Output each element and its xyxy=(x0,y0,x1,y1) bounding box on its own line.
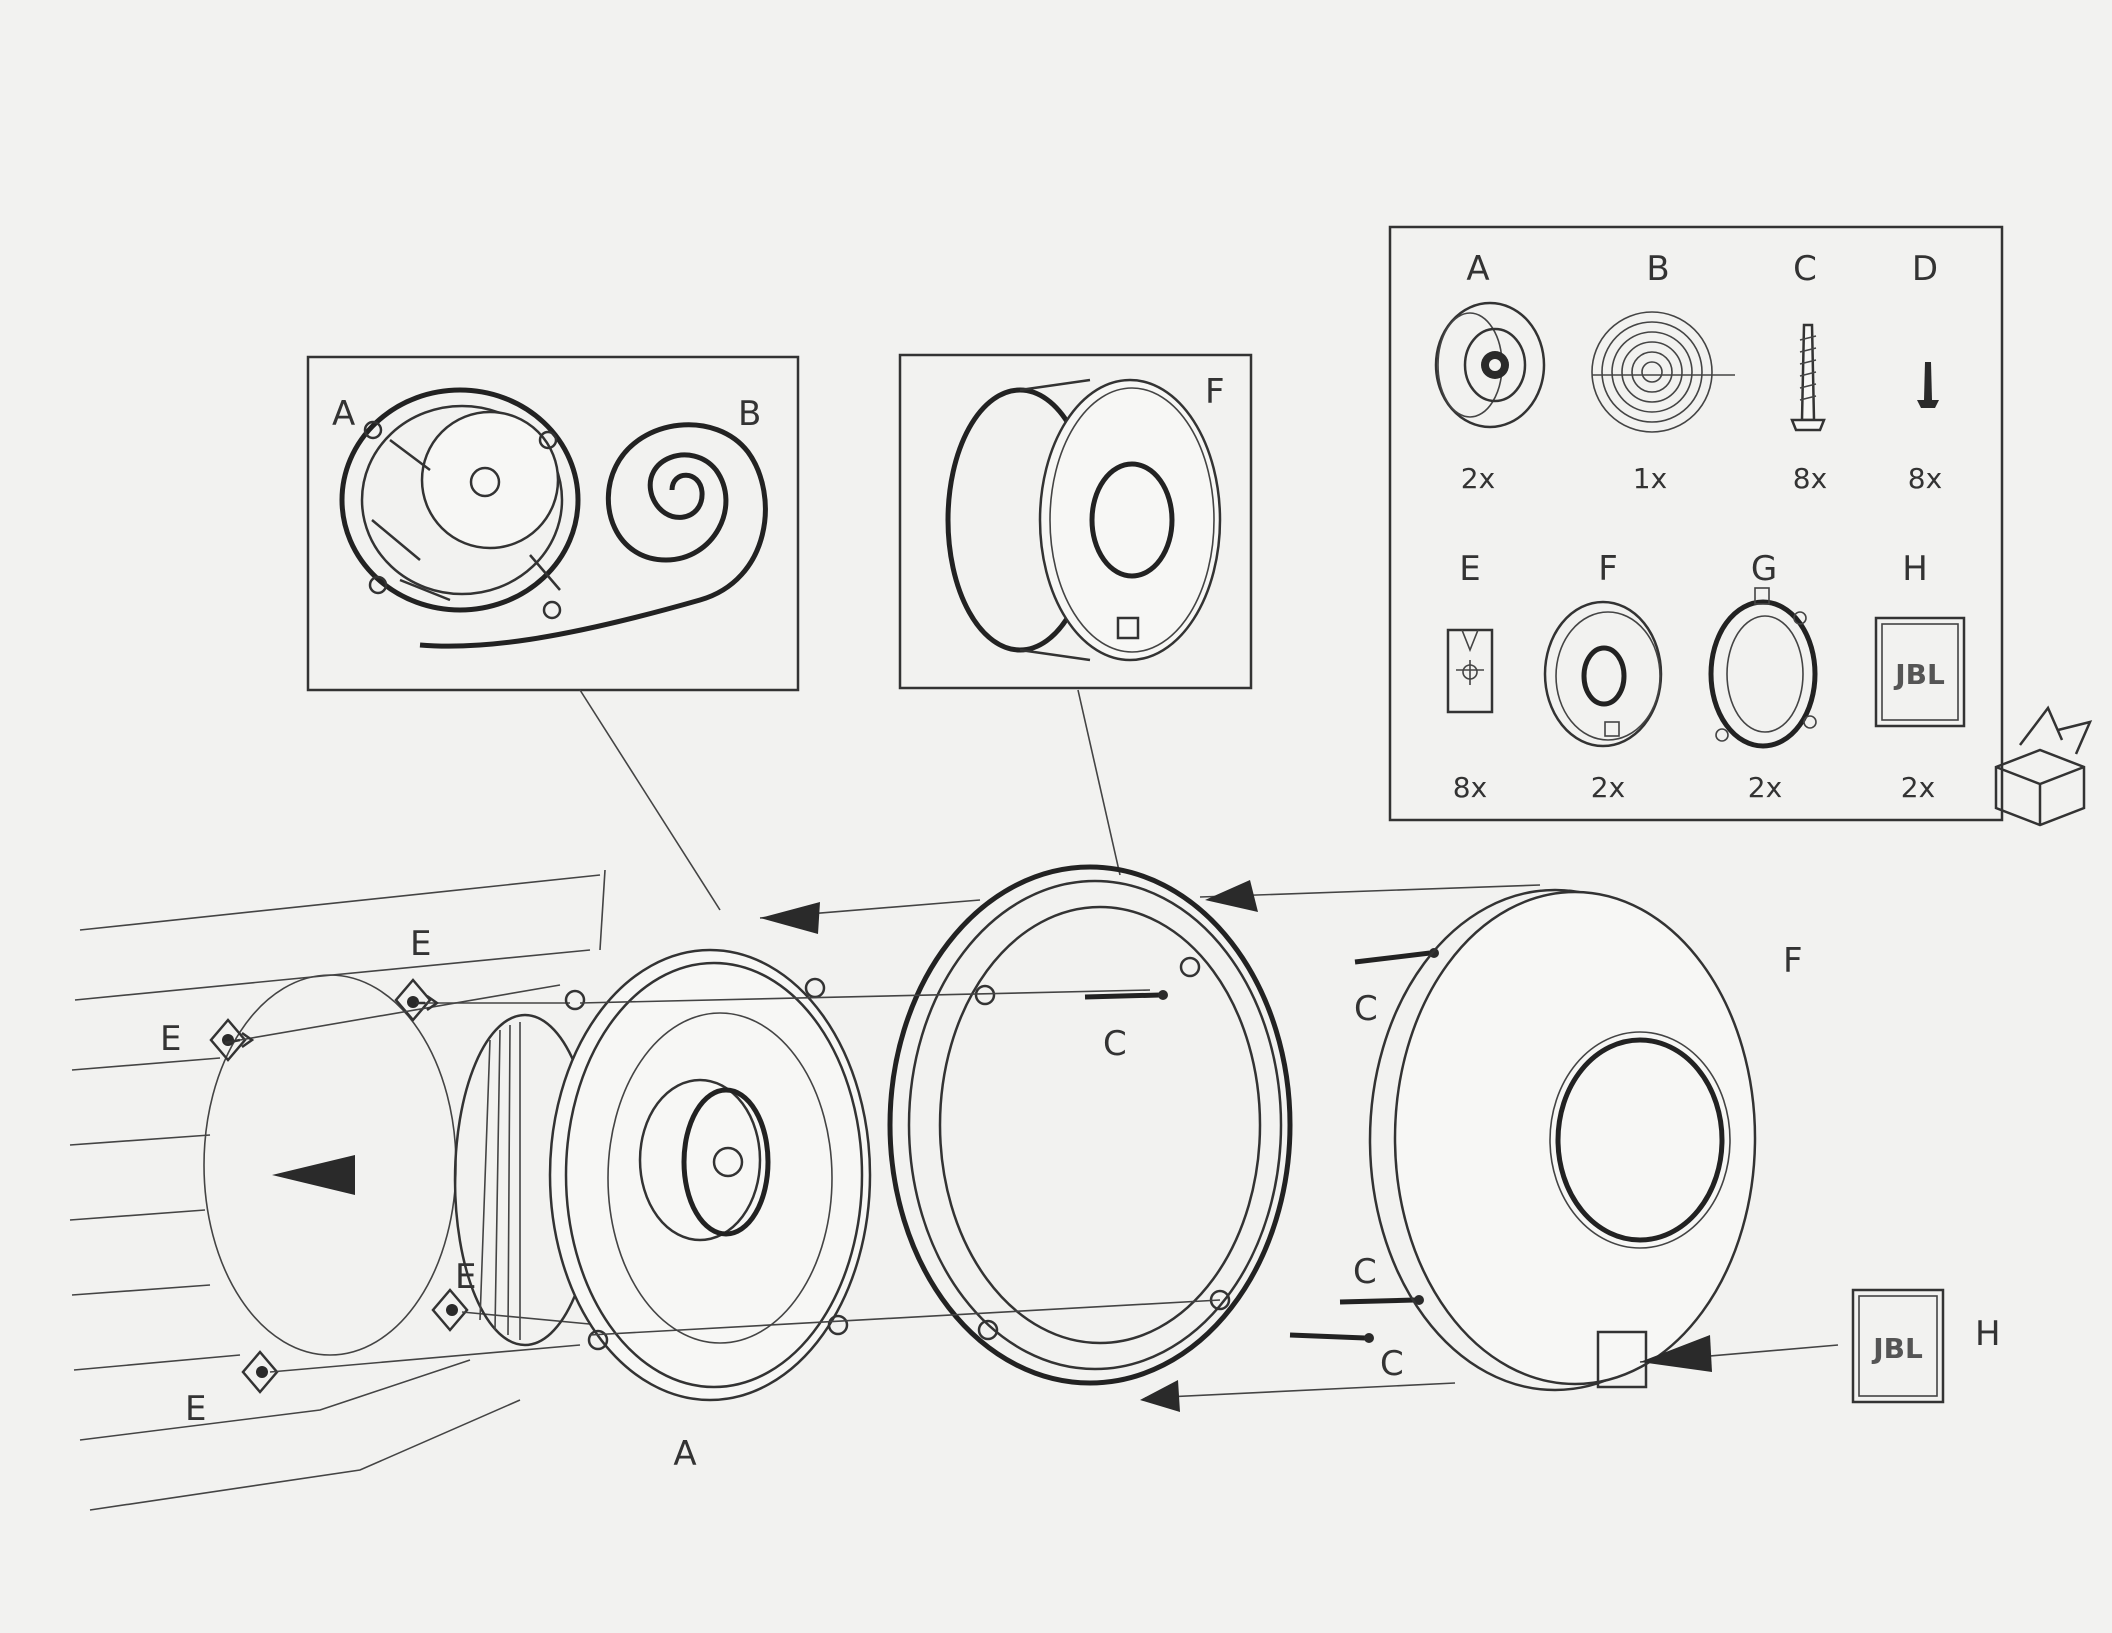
small-screw-icon xyxy=(1917,362,1939,408)
arrow-into-hole xyxy=(272,1155,355,1195)
part-a-letter: A xyxy=(1466,249,1489,289)
clip-label-1: E xyxy=(410,924,431,964)
clip-nut-2 xyxy=(396,980,430,1020)
badge-h-logo-text: JBL xyxy=(1871,1332,1923,1365)
clip-label-2: E xyxy=(160,1019,181,1059)
part-g-letter: G xyxy=(1751,549,1777,589)
badge-label-h: H xyxy=(1975,1314,2001,1354)
detail-label-b: B xyxy=(738,394,761,434)
part-h-letter: H xyxy=(1902,549,1928,589)
badge-logo-text: JBL xyxy=(1893,658,1945,691)
leader-line-speaker xyxy=(580,690,720,910)
part-g: G 2x xyxy=(1711,549,1816,804)
part-e-qty: 8x xyxy=(1453,771,1487,804)
speaker-label-a: A xyxy=(673,1434,696,1474)
cable-coil-icon xyxy=(1592,312,1735,432)
speaker-a: A xyxy=(455,950,870,1474)
part-e: E 8x xyxy=(1448,549,1492,804)
part-c-qty: 8x xyxy=(1793,462,1827,495)
grille-label-f: F xyxy=(1783,941,1803,981)
screw-label-2: C xyxy=(1354,989,1378,1029)
part-g-qty: 2x xyxy=(1748,771,1782,804)
part-a-qty: 2x xyxy=(1461,462,1495,495)
part-h-qty: 2x xyxy=(1901,771,1935,804)
clip-nuts-assembly: E E E E xyxy=(160,924,600,1429)
part-f-qty: 2x xyxy=(1591,771,1625,804)
part-d-qty: 8x xyxy=(1908,462,1942,495)
open-box-icon xyxy=(1996,708,2090,825)
part-f: F 2x xyxy=(1545,549,1661,804)
detail-label-f: F xyxy=(1205,372,1225,412)
part-b: B 1x xyxy=(1592,249,1735,495)
detail-speaker-cable-box: A B xyxy=(308,357,798,690)
leader-line-grille xyxy=(1078,690,1120,875)
detail-grille-box: F xyxy=(900,355,1251,688)
screw-c-4 xyxy=(1290,1333,1374,1343)
grille-f: F xyxy=(1370,890,1803,1390)
part-h: H JBL 2x xyxy=(1876,549,1964,804)
part-c-letter: C xyxy=(1793,249,1817,289)
part-b-qty: 1x xyxy=(1633,462,1667,495)
clip-label-4: E xyxy=(185,1389,206,1429)
part-a: A 2x xyxy=(1436,249,1544,495)
screw-label-1: C xyxy=(1103,1024,1127,1064)
speaker-rear-icon xyxy=(342,390,578,618)
grille-icon xyxy=(1545,602,1661,746)
part-d: D 8x xyxy=(1908,249,1942,495)
arrow-speaker-top xyxy=(760,902,820,934)
parts-list-box: A 2x B 1x xyxy=(1390,227,2002,820)
screw-label-4: C xyxy=(1380,1344,1404,1384)
logo-badge-icon: JBL xyxy=(1876,618,1964,726)
speaker-hole xyxy=(204,975,456,1355)
part-c: C 8x xyxy=(1792,249,1827,495)
detail-label-a: A xyxy=(332,394,355,434)
grille-side-icon xyxy=(948,380,1220,660)
screw-label-3: C xyxy=(1353,1252,1377,1292)
part-d-letter: D xyxy=(1912,249,1938,289)
mounting-ring-icon xyxy=(1711,588,1816,746)
part-f-letter: F xyxy=(1598,549,1618,589)
coaxial-speaker-icon xyxy=(1436,303,1544,427)
part-e-letter: E xyxy=(1459,549,1480,589)
screw-icon xyxy=(1792,325,1824,430)
arrow-ring-bottom xyxy=(1140,1380,1180,1412)
clip-nut-icon xyxy=(1448,630,1492,712)
part-b-letter: B xyxy=(1646,249,1669,289)
